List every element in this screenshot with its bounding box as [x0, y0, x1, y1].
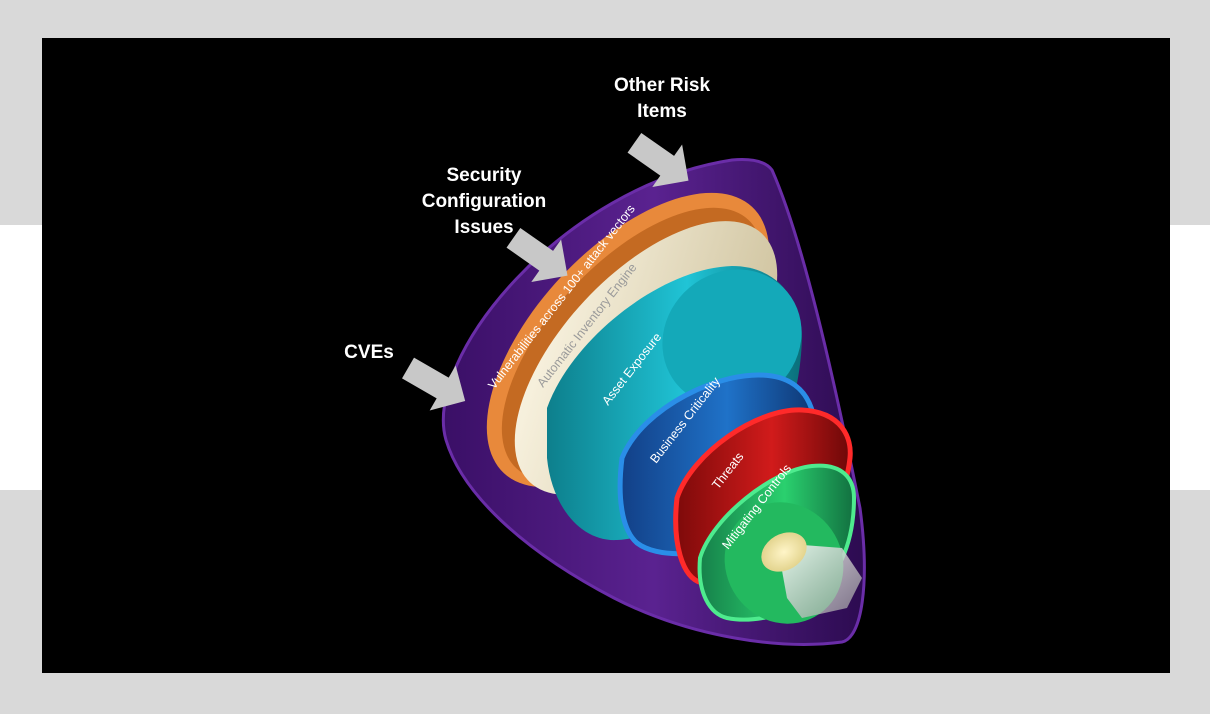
- arrow-icon: [627, 132, 689, 188]
- arrow-icon: [506, 227, 568, 283]
- arrow-icon: [402, 357, 466, 411]
- funnel-diagram: Vulnerabilities across 100+ attack vecto…: [402, 132, 866, 646]
- callout-cves: CVEs: [344, 342, 394, 363]
- slide-canvas: Vulnerabilities across 100+ attack vecto…: [42, 38, 1170, 673]
- callout-security-configuration: Security Configuration Issues: [421, 165, 547, 238]
- callout-other-risk-items: Other Risk Items: [613, 75, 711, 122]
- center-opening: [761, 532, 807, 572]
